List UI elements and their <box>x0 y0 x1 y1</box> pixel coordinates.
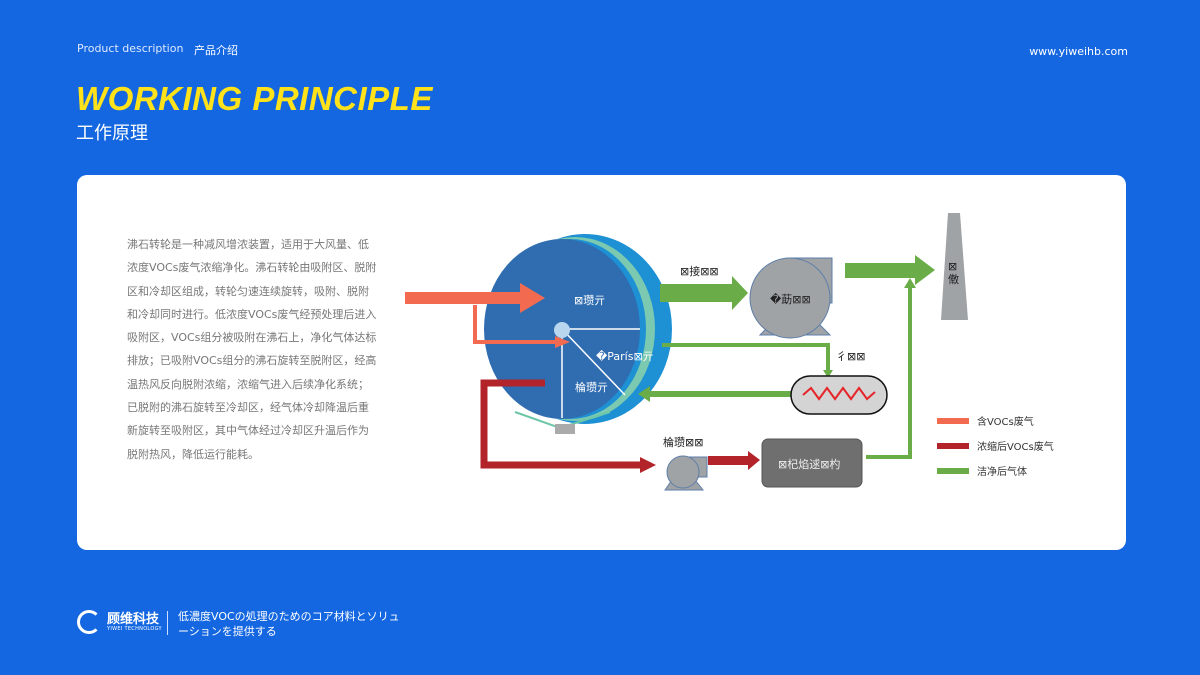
product-description-label: Product description <box>77 42 184 55</box>
page-subtitle: 工作原理 <box>76 123 148 144</box>
wheel-axle <box>554 322 570 338</box>
desorb-fan <box>666 455 700 489</box>
adsorption-zone-label: ⊠瓒亓 <box>574 294 606 307</box>
description-text: 沸石转轮是一种减风增浓装置，适用于大风量、低浓度VOCs废气浓缩净化。沸石转轮由… <box>127 238 377 461</box>
clean-air-arrow <box>732 276 748 310</box>
legend-label: 洁净后气体 <box>977 467 1027 478</box>
wheel-motor <box>555 424 575 434</box>
legend-item-concentrated: 浓缩后VOCs废气 <box>937 433 1054 458</box>
company-logo: 顾维科技 YIWEI TECHNOLOGY <box>77 610 162 634</box>
chimney <box>941 213 968 320</box>
treatment-label: ⊠杞焰逑⊠杓 <box>778 458 841 471</box>
clean-air-label: ⊠接⊠⊠ <box>680 265 719 278</box>
desorb-fan-label: 棆瓒⊠⊠ <box>663 436 704 449</box>
legend-label: 浓缩后VOCs废气 <box>977 442 1054 453</box>
main-fan-label: �莇⊠⊠ <box>770 293 811 306</box>
treatment-unit <box>761 438 863 488</box>
brand-en: YIWEI TECHNOLOGY <box>107 625 162 632</box>
inlet-voc-arrow <box>405 283 545 313</box>
brand-cn: 顾维科技 <box>107 611 160 627</box>
desorption-zone-label: 棆瓒亓 <box>575 381 608 394</box>
website-link[interactable]: www.yiweihb.com <box>1029 45 1128 58</box>
footer-slogan: 低濃度VOCの処理のためのコア材料とソリューションを提供する <box>178 610 400 638</box>
main-fan <box>749 257 831 339</box>
legend-item-clean: 洁净后气体 <box>937 458 1054 483</box>
legend: 含VOCs废气 浓缩后VOCs废气 洁净后气体 <box>937 408 1054 483</box>
page-title: WORKING PRINCIPLE <box>76 80 433 117</box>
legend-label: 含VOCs废气 <box>977 417 1034 428</box>
footer-divider <box>167 611 168 635</box>
legend-item-voc: 含VOCs废气 <box>937 408 1054 433</box>
cooling-zone-label: �París⊠亓 <box>596 350 654 363</box>
chimney-label: ⊠僌 <box>948 260 959 286</box>
product-intro-label: 产品介绍 <box>194 44 238 57</box>
heater-label: 彳⊠⊠ <box>836 350 866 363</box>
logo-icon <box>77 610 101 634</box>
